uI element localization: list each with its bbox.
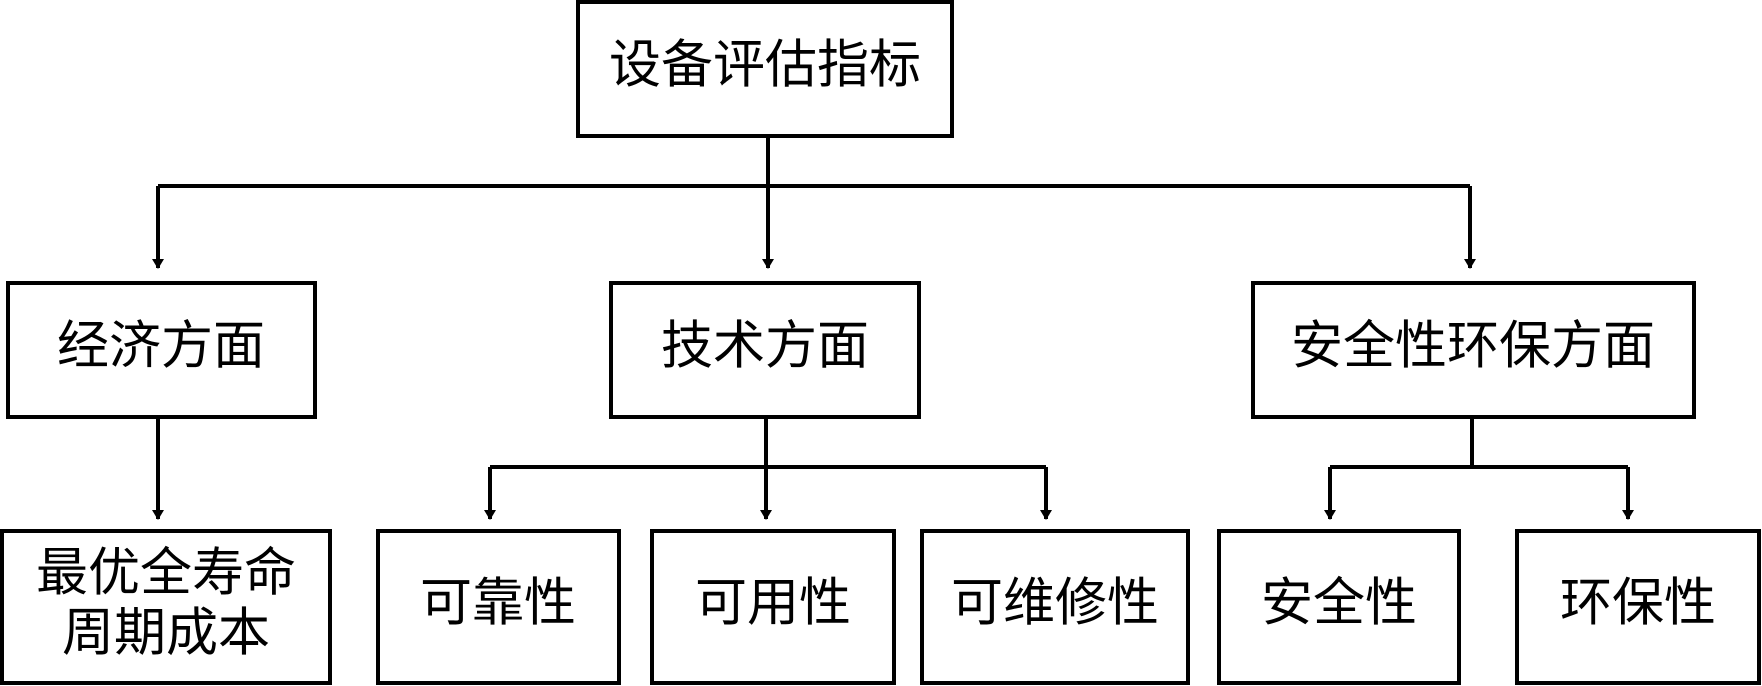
technical-node-label: 技术方面 [661,317,869,377]
connectors [152,136,1634,520]
availability-node: 可用性 [650,529,896,685]
maintainability-node-label: 可维修性 [951,574,1159,634]
economic-node: 经济方面 [6,281,317,419]
safety-node: 安全性 [1217,529,1461,685]
root-node: 设备评估指标 [576,0,954,138]
safety-node-label: 安全性 [1261,574,1417,634]
reliability-node: 可靠性 [376,529,621,685]
lifecycle-cost-node-label-line-1: 最优全寿命 [36,544,296,604]
economic-node-label: 经济方面 [57,317,265,377]
availability-node-label: 可用性 [695,574,851,634]
environmental-node-label: 环保性 [1560,574,1716,634]
reliability-node-label: 可靠性 [420,574,576,634]
maintainability-node: 可维修性 [920,529,1190,685]
environmental-node: 环保性 [1515,529,1761,685]
technical-node: 技术方面 [609,281,921,419]
lifecycle-cost-node: 最优全寿命 周期成本 [0,529,332,685]
safety-env-node-label: 安全性环保方面 [1291,317,1655,377]
root-node-label: 设备评估指标 [609,36,921,96]
safety-env-node: 安全性环保方面 [1251,281,1696,419]
lifecycle-cost-node-label-line-2: 周期成本 [62,604,270,664]
